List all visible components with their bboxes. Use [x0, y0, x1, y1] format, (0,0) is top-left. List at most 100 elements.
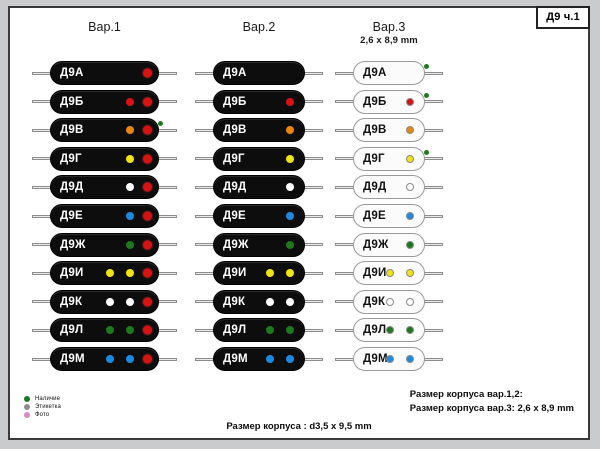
- diode-body: Д9И: [50, 261, 159, 286]
- diode-label: Д9Д: [60, 181, 84, 194]
- diode-var2-Д9Ж: Д9Ж: [195, 232, 323, 258]
- diode-body: Д9Л: [213, 318, 305, 343]
- diode-label: Д9Л: [363, 324, 387, 337]
- diode-body: Д9Г: [50, 146, 159, 171]
- marking-dot-red: [126, 97, 134, 106]
- diode-body: Д9Ж: [353, 232, 425, 257]
- marking-dot-yellow: [286, 269, 294, 278]
- marking-dot-white: [106, 297, 114, 306]
- diode-var3-Д9В: Д9В: [335, 117, 443, 143]
- marking-dot-white: [266, 297, 274, 306]
- caption-right-line: Размер корпуса вар.3: 2,6 x 8,9 mm: [409, 403, 574, 415]
- diode-body: Д9Ж: [213, 232, 305, 257]
- legend-dot-icon: [24, 396, 30, 402]
- legend-dot-icon: [24, 404, 30, 410]
- diode-var1-Д9К: Д9К: [32, 289, 177, 315]
- polarity-end-dot: [143, 182, 152, 192]
- diode-var3-Д9Е: Д9Е: [335, 203, 443, 229]
- diode-label: Д9Е: [60, 210, 83, 222]
- marking-dot-yellow: [266, 269, 274, 278]
- diode-label: Д9Л: [223, 324, 247, 337]
- diode-var1-Д9Л: Д9Л: [32, 317, 177, 343]
- diode-body: Д9М: [50, 347, 159, 371]
- legend-label: Фото: [35, 412, 50, 418]
- diode-label: Д9М: [60, 353, 85, 365]
- diode-body: Д9В: [353, 118, 425, 143]
- diode-body: Д9Б: [213, 89, 305, 114]
- diode-body: Д9А: [213, 61, 305, 85]
- diode-body: Д9К: [50, 289, 159, 314]
- diode-label: Д9Д: [223, 181, 247, 194]
- availability-indicator-dot: [158, 121, 163, 127]
- diode-label: Д9Е: [223, 210, 246, 222]
- availability-indicator-dot: [424, 64, 429, 69]
- marking-dot-green: [386, 326, 394, 335]
- diode-label: Д9М: [223, 353, 248, 365]
- diode-label: Д9Б: [363, 95, 387, 108]
- diode-label: Д9А: [60, 67, 84, 79]
- diode-var2-Д9Д: Д9Д: [195, 174, 323, 200]
- marking-dot-white: [126, 297, 134, 306]
- marking-dot-white: [406, 297, 414, 306]
- marking-dot-green: [126, 326, 134, 335]
- marking-dot-orange: [286, 126, 294, 135]
- diode-body: Д9Ж: [50, 232, 159, 257]
- caption-center: Размер корпуса : d3,5 x 9,5 mm: [226, 421, 372, 432]
- diode-var2-Д9Б: Д9Б: [195, 89, 323, 115]
- marking-dot-yellow: [386, 269, 394, 278]
- marking-dot-blue: [386, 355, 394, 363]
- diode-body: Д9Б: [353, 89, 425, 114]
- sheet-title-badge: Д9 ч.1: [536, 6, 590, 29]
- diode-var2-Д9Е: Д9Е: [195, 203, 323, 229]
- diode-var1-Д9М: Д9М: [32, 346, 177, 372]
- marking-dot-green: [266, 326, 274, 335]
- diode-var1-Д9Б: Д9Б: [32, 89, 177, 115]
- marking-dot-white: [286, 183, 294, 192]
- diode-label: Д9А: [223, 67, 247, 79]
- diode-var3-Д9Г: Д9Г: [335, 146, 443, 172]
- diode-body: Д9М: [213, 347, 305, 371]
- diode-body: Д9Л: [353, 318, 425, 343]
- marking-dot-blue: [126, 212, 134, 220]
- column-header-var2: Вар.2: [195, 20, 323, 34]
- diode-label: Д9К: [363, 295, 386, 308]
- diode-var1-Д9Г: Д9Г: [32, 146, 177, 172]
- marking-dot-yellow: [406, 269, 414, 278]
- marking-dot-green: [406, 326, 414, 335]
- diode-var3-Д9Л: Д9Л: [335, 317, 443, 343]
- marking-dot-blue: [406, 355, 414, 363]
- diode-label: Д9В: [223, 124, 247, 137]
- diode-label: Д9М: [363, 353, 388, 365]
- column-header-label: Вар.3: [372, 20, 406, 34]
- polarity-end-dot: [143, 268, 152, 278]
- column-header-label: Вар.1: [88, 20, 121, 34]
- diode-var2-Д9В: Д9В: [195, 117, 323, 143]
- availability-indicator-dot: [424, 149, 429, 155]
- polarity-end-dot: [143, 97, 152, 107]
- polarity-end-dot: [143, 125, 152, 135]
- polarity-end-dot: [143, 68, 152, 78]
- diode-var3-Д9Ж: Д9Ж: [335, 232, 443, 258]
- diode-var2-Д9И: Д9И: [195, 260, 323, 286]
- marking-dot-white: [386, 297, 394, 306]
- marking-dot-yellow: [126, 269, 134, 278]
- diode-var1-Д9И: Д9И: [32, 260, 177, 286]
- legend-item: Фото: [24, 412, 61, 418]
- diode-label: Д9В: [363, 124, 387, 137]
- diode-label: Д9Б: [60, 95, 84, 108]
- marking-dot-yellow: [286, 154, 294, 163]
- diode-body: Д9В: [213, 118, 305, 143]
- legend-label: Наличие: [35, 396, 61, 402]
- diode-label: Д9Г: [363, 152, 385, 165]
- marking-dot-red: [286, 97, 294, 106]
- column-header-dimension: 2,6 x 8,9 mm: [360, 35, 418, 46]
- diode-var2-Д9М: Д9М: [195, 346, 323, 372]
- availability-indicator-dot: [424, 92, 429, 98]
- polarity-end-dot: [143, 354, 152, 364]
- diode-body: Д9А: [353, 61, 425, 85]
- polarity-end-dot: [143, 211, 152, 221]
- diode-label: Д9Ж: [363, 238, 389, 251]
